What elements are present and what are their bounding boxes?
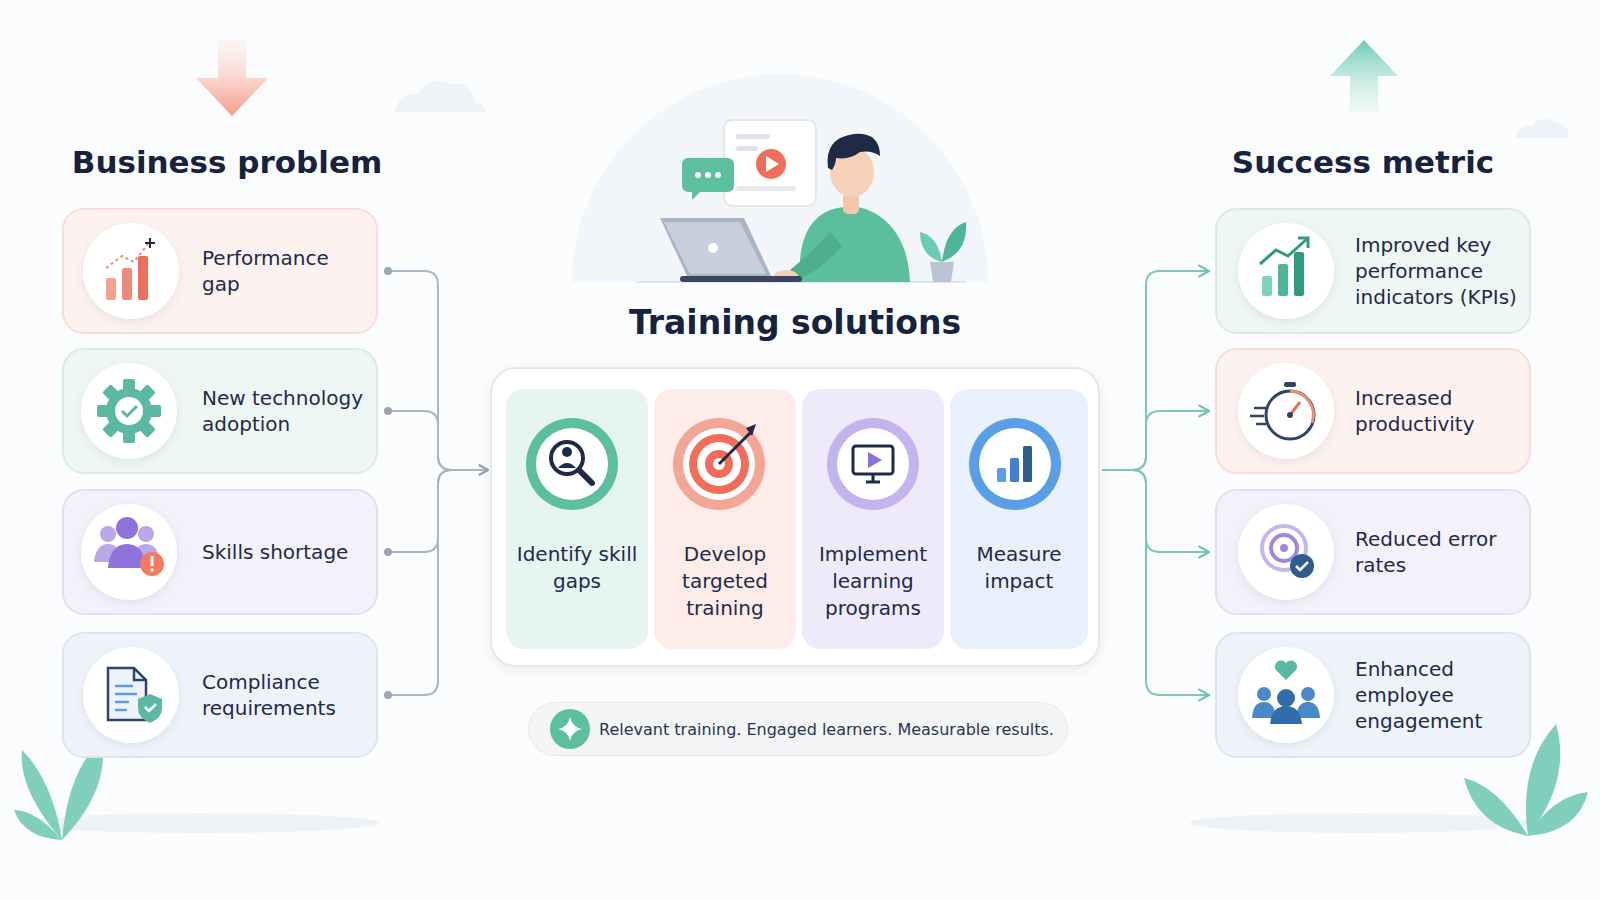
flow-connector [388, 411, 488, 470]
flow-connector [388, 271, 488, 470]
node-label: Measure impact [957, 541, 1081, 595]
target-step-icon [673, 418, 765, 510]
kpi-chart-icon [1260, 238, 1308, 296]
column-heading: Business problem [72, 144, 382, 180]
flow-connector [1102, 470, 1209, 552]
connector-dot [384, 407, 392, 415]
flow-connector [388, 470, 488, 695]
magnifier-step-icon [526, 418, 618, 510]
team-heart-icon [1252, 660, 1320, 724]
down-arrow [196, 40, 268, 116]
flow-connector [1102, 470, 1209, 695]
node-label: Improved key performance indicators (KPI… [1355, 232, 1517, 310]
node-label: Implement learning programs [811, 541, 935, 622]
document-shield-icon [108, 668, 162, 723]
node-label: Skills shortage [202, 539, 348, 565]
node-label: Increased productivity [1355, 385, 1517, 437]
stopwatch-icon [1250, 382, 1314, 439]
up-arrow [1330, 40, 1398, 112]
node-label: Reduced error rates [1355, 526, 1517, 578]
sparkle-icon [550, 709, 590, 749]
node-label: Identify skill gaps [515, 541, 639, 595]
node-label: Performance gap [202, 245, 364, 297]
backdrop-arc [572, 74, 988, 282]
node-label: Develop targeted training [663, 541, 787, 622]
people-icon [94, 517, 164, 576]
solutions-panel: Training solutionsIdentify skill gapsDev… [490, 367, 1100, 667]
connector-dot [384, 267, 392, 275]
node-label: Compliance requirements [202, 669, 364, 721]
flow-connector [1102, 271, 1209, 470]
node-label: Enhanced employee engagement [1355, 656, 1517, 734]
panel-heading: Training solutions [492, 303, 1098, 342]
node-label: Relevant training. Engaged learners. Mea… [599, 720, 1054, 739]
screen-step-icon [827, 418, 919, 510]
node-label: New technology adoption [202, 385, 364, 437]
cloud [395, 81, 485, 112]
connector-dot [384, 691, 392, 699]
tagline-pill: Relevant training. Engaged learners. Mea… [528, 702, 1068, 756]
gear-icon [97, 379, 161, 443]
target-check-icon [1262, 526, 1314, 578]
chart-step-icon [969, 418, 1061, 510]
column-heading: Success metric [1232, 144, 1494, 180]
cloud [1515, 119, 1569, 138]
connector-dot [384, 548, 392, 556]
bar-chart-icon [106, 238, 155, 300]
flow-connector [1102, 411, 1209, 470]
